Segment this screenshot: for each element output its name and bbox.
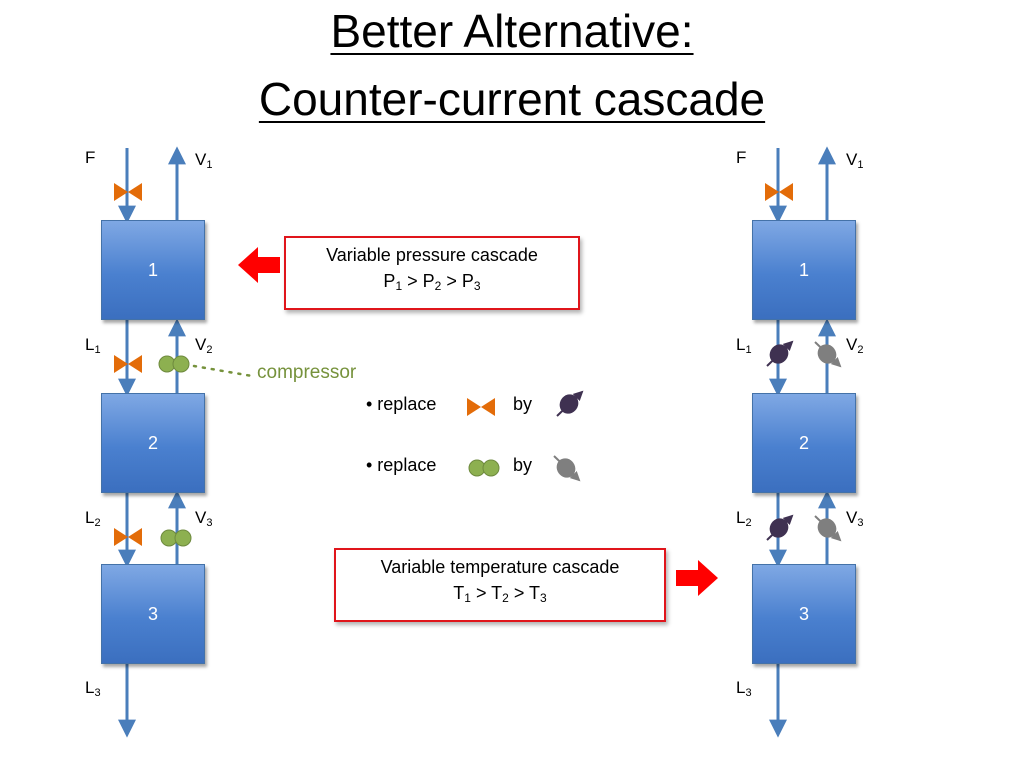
label-v3: V3 (195, 508, 213, 529)
compressor-leader-line (192, 364, 254, 378)
heater-icon (766, 515, 792, 542)
right-stage-1: 1 (752, 220, 856, 320)
bullet-replace-compressor: • replace (366, 455, 437, 475)
callout-temperature-title: Variable temperature cascade (380, 557, 620, 577)
label-feed: F (736, 148, 747, 167)
right-stage-2: 2 (752, 393, 856, 493)
stage-number: 2 (147, 432, 158, 453)
heater-icon (556, 391, 582, 418)
stage-number: 2 (798, 432, 809, 453)
label-v2: V2 (846, 335, 864, 356)
callout-temperature: Variable temperature cascade T1 > T2 > T… (334, 548, 666, 622)
title-line-1: Better Alternative: (330, 5, 694, 57)
compressor-icon (158, 355, 190, 373)
stage-number: 3 (147, 603, 158, 624)
callout-pressure-title: Variable pressure cascade (326, 245, 538, 265)
bullet-by-label: by (513, 394, 533, 414)
label-l1: L1 (85, 335, 101, 356)
right-stage-3: 3 (752, 564, 856, 664)
heater-icon (766, 341, 792, 368)
label-v3: V3 (846, 508, 864, 529)
valve-icon (467, 398, 495, 416)
callout-temperature-relation: T1 > T2 > T3 (453, 583, 547, 605)
compressor-label: compressor (257, 362, 357, 383)
callout-pressure: Variable pressure cascade P1 > P2 > P3 (284, 236, 580, 310)
stage-number: 3 (798, 603, 809, 624)
label-v1: V1 (846, 150, 864, 171)
left-stage-2: 2 (101, 393, 205, 493)
stage-number: 1 (147, 259, 158, 280)
stage-number: 1 (798, 259, 809, 280)
label-l3: L3 (736, 678, 752, 699)
left-stage-1: 1 (101, 220, 205, 320)
cooler-icon (814, 341, 840, 368)
title-line-2: Counter-current cascade (258, 73, 766, 125)
cooler-icon (814, 515, 840, 542)
compressor-icon (468, 459, 500, 477)
label-l3: L3 (85, 678, 101, 699)
red-arrow-icon (238, 247, 280, 283)
red-arrow-icon (676, 560, 718, 596)
label-feed: F (85, 148, 96, 167)
label-v1: V1 (195, 150, 213, 171)
left-streams (118, 146, 186, 738)
bullet-by-label: by (513, 455, 533, 475)
callout-pressure-relation: P1 > P2 > P3 (383, 271, 481, 293)
label-l2: L2 (736, 508, 752, 529)
cooler-icon (553, 455, 579, 482)
label-v2: V2 (195, 335, 213, 356)
label-l1: L1 (736, 335, 752, 356)
bullet-replace-valve: • replace (366, 394, 437, 414)
label-l2: L2 (85, 508, 101, 529)
left-stage-3: 3 (101, 564, 205, 664)
